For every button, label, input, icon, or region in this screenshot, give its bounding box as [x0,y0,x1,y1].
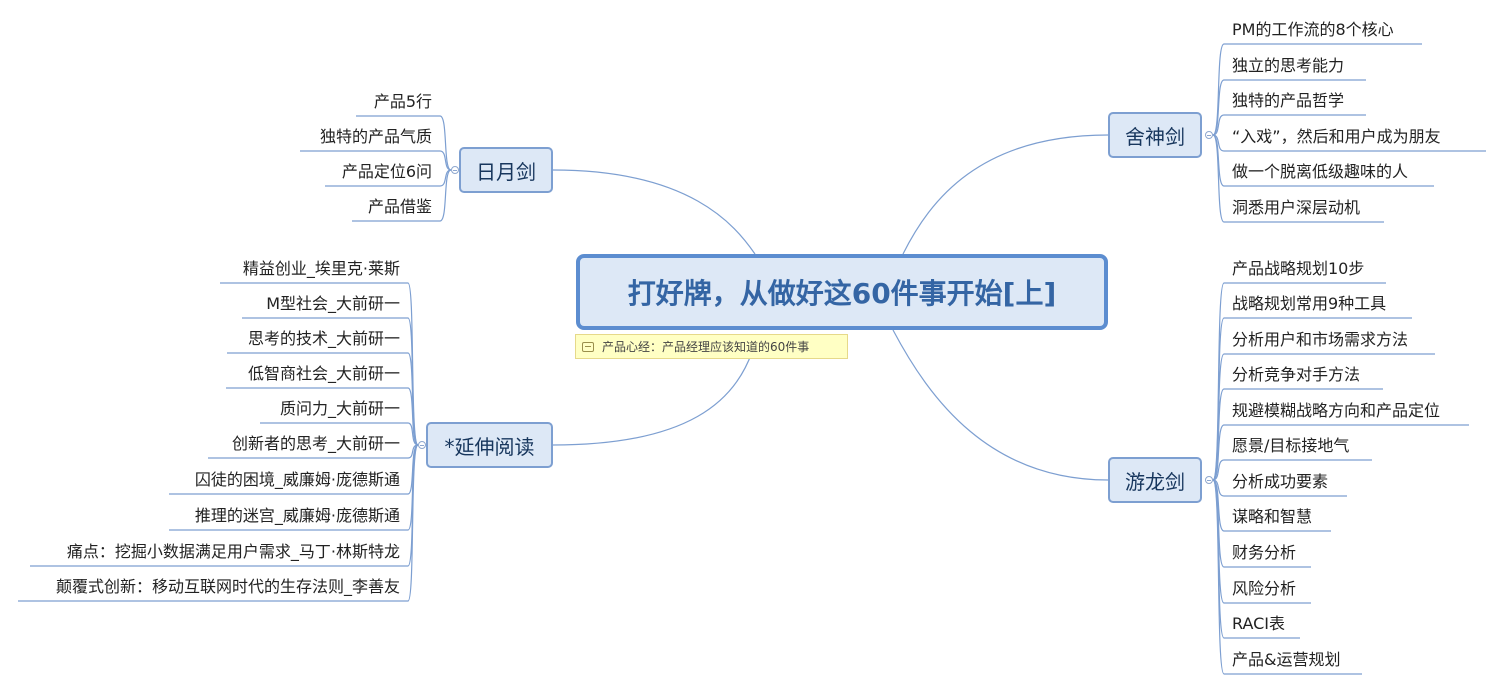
leaf-connector-youlong [1212,459,1372,481]
topic-youlong-jian[interactable]: 游龙剑 [1108,457,1202,503]
subtopic-youlong[interactable]: 战略规划常用9种工具 [1232,294,1387,313]
subtopic-yanshen[interactable]: 推理的迷宫_威廉姆·庞德斯通 [194,506,400,525]
subtopic-youlong[interactable]: 分析用户和市场需求方法 [1232,330,1409,349]
leaf-connector-yanshen [260,422,419,446]
leaf-connector-youlong [1212,424,1469,481]
leaf-connector-sheshen [1212,79,1366,136]
subtopic-sheshen[interactable]: PM的工作流的8个核心 [1232,20,1394,39]
collapse-toggle-icon[interactable] [1205,131,1213,139]
subtopic-yanshen[interactable]: 痛点：挖掘小数据满足用户需求_马丁·林斯特龙 [66,542,400,561]
subtopic-sheshen[interactable]: 洞悉用户深层动机 [1232,198,1361,217]
subtopic-yanshen[interactable]: 低智商社会_大前研一 [247,364,400,383]
subtopic-youlong[interactable]: 分析成功要素 [1232,472,1329,491]
subtopic-yanshen[interactable]: 颠覆式创新：移动互联网时代的生存法则_李善友 [55,577,400,596]
subtopic-yanshen[interactable]: 精益创业_埃里克·莱斯 [242,259,400,278]
leaf-connector-riyue [356,115,452,171]
subtopic-youlong[interactable]: 风险分析 [1232,579,1297,598]
central-topic[interactable]: 打好牌，从做好这60件事开始[上] [576,254,1108,330]
connector-central-yanshen [552,351,753,446]
connector-central-youlong [892,329,1109,481]
leaf-connector-riyue [352,169,452,222]
collapse-toggle-icon[interactable] [418,441,426,449]
leaf-connector-yanshen [226,387,419,446]
subtopic-riyue[interactable]: 产品5行 [373,92,432,111]
subtopic-youlong[interactable]: 愿景/目标接地气 [1232,436,1350,455]
leaf-connector-sheshen [1212,134,1384,223]
subtopic-riyue[interactable]: 产品借鉴 [367,197,432,216]
subtopic-sheshen[interactable]: “入戏”，然后和用户成为朋友 [1232,127,1441,146]
leaf-connector-youlong [1212,479,1362,675]
subtopic-youlong[interactable]: 财务分析 [1232,543,1297,562]
collapse-toggle-icon[interactable] [451,166,459,174]
topic-sheshen-jian[interactable]: 舍神剑 [1108,112,1202,158]
collapse-toggle-icon[interactable] [1205,476,1213,484]
subtopic-sheshen[interactable]: 独立的思考能力 [1232,56,1345,75]
leaf-connector-sheshen [1212,114,1366,136]
subtopic-yanshen[interactable]: 思考的技术_大前研一 [247,329,400,348]
subtopic-riyue[interactable]: 独特的产品气质 [319,127,432,146]
topic-riyue-jian[interactable]: 日月剑 [459,147,553,193]
subtopic-youlong[interactable]: 产品&运营规划 [1232,650,1341,669]
subtopic-yanshen[interactable]: 创新者的思考_大前研一 [231,434,400,453]
subtopic-yanshen[interactable]: 质问力_大前研一 [279,399,400,418]
subtopic-youlong[interactable]: 规避模糊战略方向和产品定位 [1232,401,1441,420]
leaf-connector-yanshen [18,444,419,602]
subtopic-riyue[interactable]: 产品定位6问 [341,162,432,181]
subtopic-sheshen[interactable]: 做一个脱离低级趣味的人 [1232,162,1409,181]
leaf-connector-riyue [300,150,452,171]
connector-central-sheshen [902,134,1109,255]
subtopic-youlong[interactable]: 谋略和智慧 [1232,507,1313,526]
subtopic-youlong[interactable]: 产品战略规划10步 [1232,259,1365,278]
note-icon [582,341,594,352]
note-text: 产品心经：产品经理应该知道的60件事 [602,340,810,354]
subtopic-youlong[interactable]: 分析竞争对手方法 [1232,365,1361,384]
subtopic-sheshen[interactable]: 独特的产品哲学 [1232,91,1345,110]
subtopic-yanshen[interactable]: 囚徒的困境_威廉姆·庞德斯通 [194,470,400,489]
subtopic-youlong[interactable]: RACI表 [1232,614,1286,633]
central-topic-note[interactable]: 产品心经：产品经理应该知道的60件事 [575,334,848,359]
topic-extended-reading[interactable]: *延伸阅读 [426,422,553,468]
connector-central-riyue [552,169,756,255]
subtopic-yanshen[interactable]: M型社会_大前研一 [266,294,400,313]
